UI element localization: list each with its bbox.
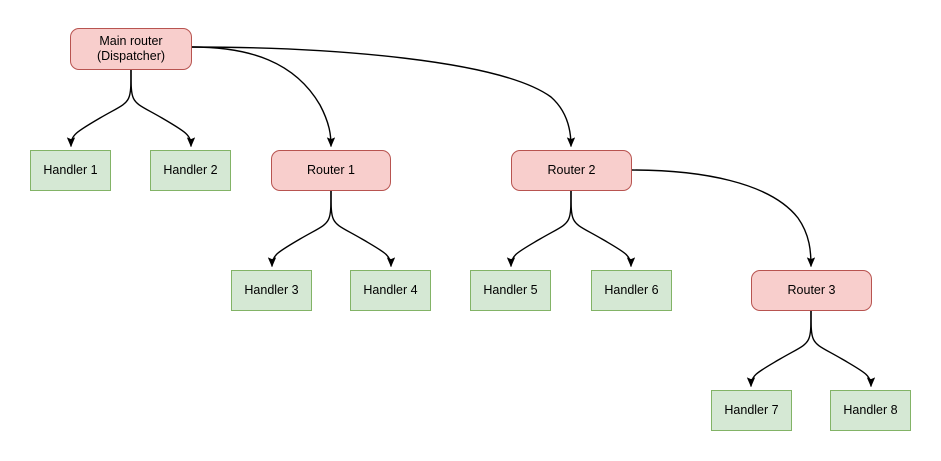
node-router1[interactable]: Router 1: [271, 150, 391, 191]
node-label-handler1: Handler 1: [43, 163, 98, 177]
edge-main-to-handler1: [66, 69, 132, 148]
edge-main-to-router1: [191, 46, 336, 148]
node-handler5[interactable]: Handler 5: [470, 270, 551, 311]
node-label-handler7: Handler 7: [724, 403, 779, 417]
edge-router3-to-handler7: [746, 310, 812, 388]
node-router2[interactable]: Router 2: [511, 150, 632, 191]
edge-router1-to-handler4: [330, 190, 396, 268]
node-handler2[interactable]: Handler 2: [150, 150, 231, 191]
node-label-handler4: Handler 4: [363, 283, 418, 297]
node-handler3[interactable]: Handler 3: [231, 270, 312, 311]
node-handler7[interactable]: Handler 7: [711, 390, 792, 431]
node-label-handler6: Handler 6: [604, 283, 659, 297]
node-label-router3: Router 3: [787, 283, 836, 297]
edge-router2-to-handler6: [570, 190, 636, 268]
node-main[interactable]: Main router (Dispatcher): [70, 28, 192, 70]
node-label-handler5: Handler 5: [483, 283, 538, 297]
edge-router2-to-router3: [631, 169, 816, 268]
node-handler1[interactable]: Handler 1: [30, 150, 111, 191]
node-label-handler3: Handler 3: [244, 283, 299, 297]
node-label-main: Main router (Dispatcher): [96, 34, 166, 63]
edge-paths: [66, 46, 876, 388]
node-label-handler2: Handler 2: [163, 163, 218, 177]
edge-router3-to-handler8: [810, 310, 876, 388]
node-router3[interactable]: Router 3: [751, 270, 872, 311]
node-handler4[interactable]: Handler 4: [350, 270, 431, 311]
edge-main-to-handler2: [130, 69, 196, 148]
edge-router1-to-handler3: [267, 190, 332, 268]
node-label-router1: Router 1: [307, 163, 355, 177]
node-label-router2: Router 2: [547, 163, 596, 177]
node-handler6[interactable]: Handler 6: [591, 270, 672, 311]
node-label-handler8: Handler 8: [843, 403, 898, 417]
edge-main-to-router2: [191, 46, 576, 148]
node-handler8[interactable]: Handler 8: [830, 390, 911, 431]
edge-router2-to-handler5: [506, 190, 572, 268]
